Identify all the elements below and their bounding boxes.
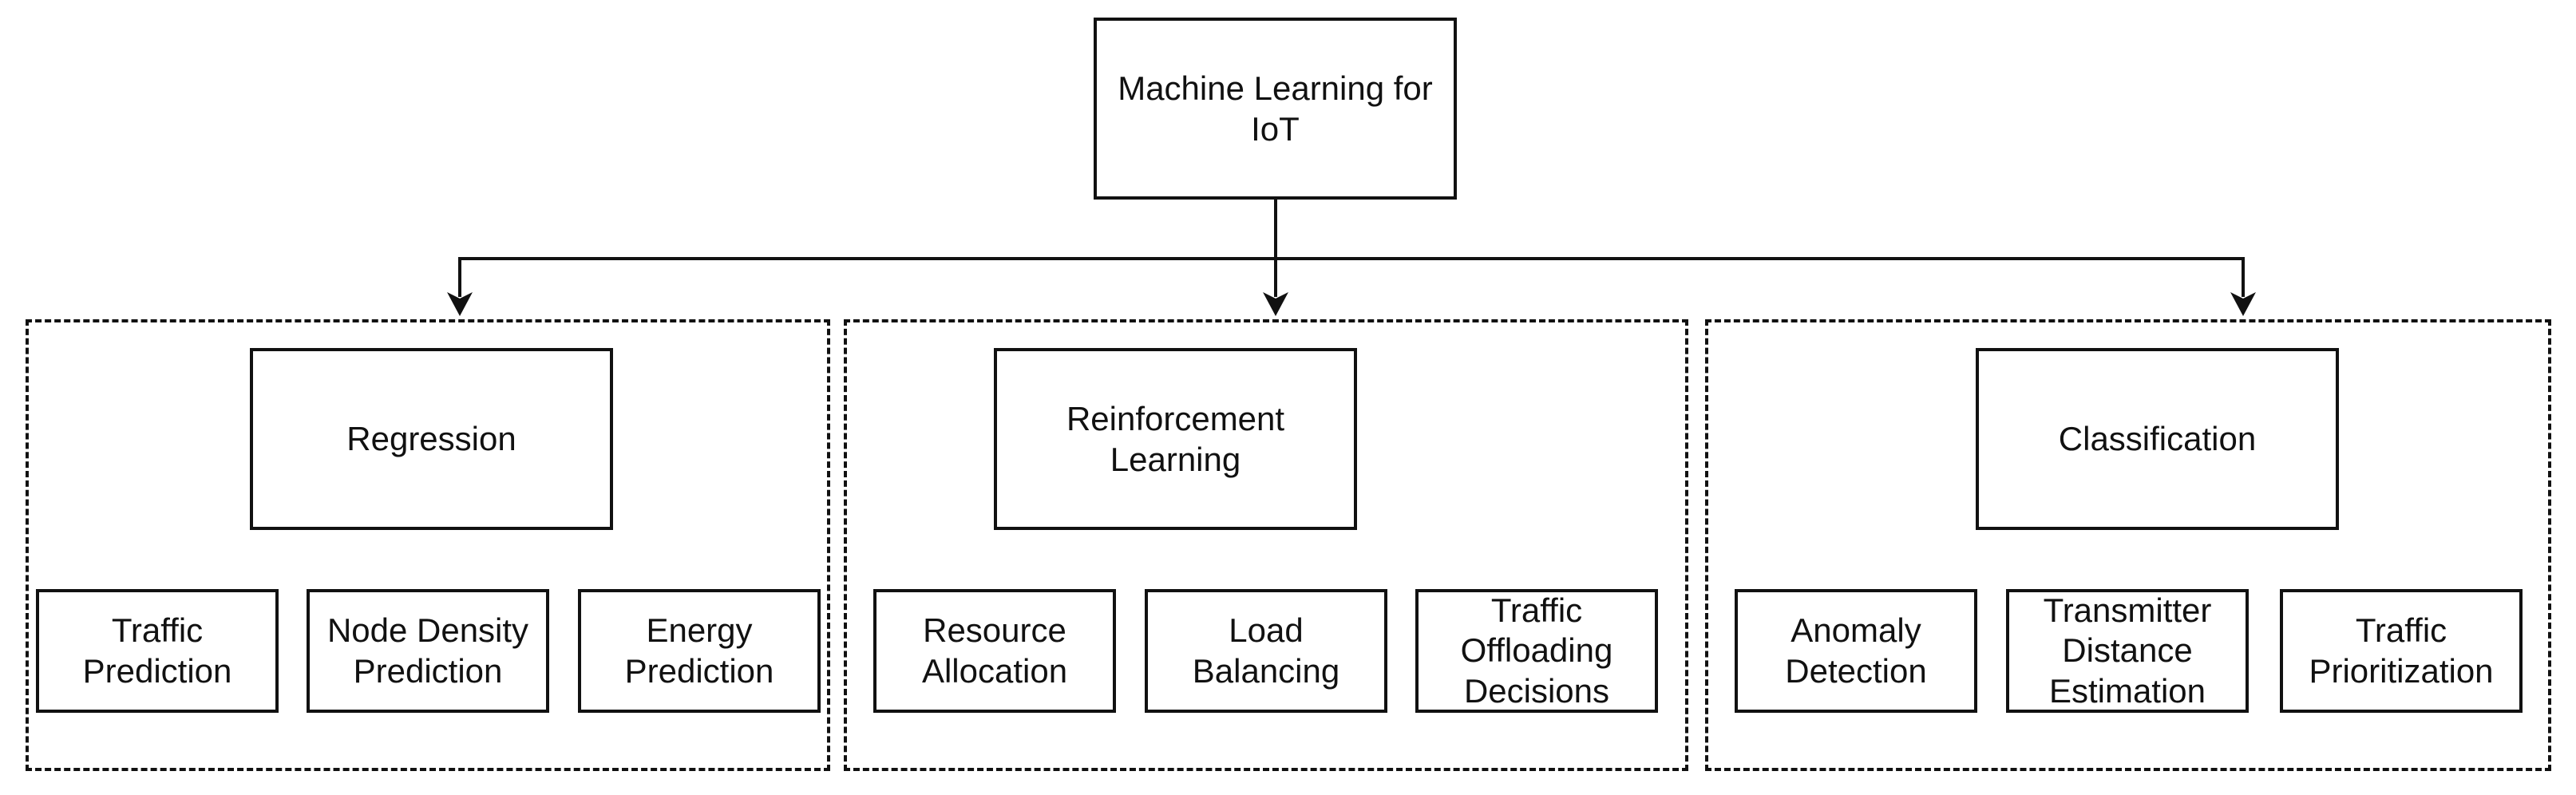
arrow-to-reinforcement-group (1263, 257, 1288, 316)
task-load-balancing: Load Balancing (1145, 589, 1387, 713)
task-label: Load Balancing (1192, 611, 1340, 690)
task-label: Traffic Prediction (82, 611, 232, 690)
classification-group (1705, 319, 2551, 771)
root-node-label: Machine Learning for IoT (1118, 69, 1433, 148)
task-transmitter-distance-estimation: Transmitter Distance Estimation (2006, 589, 2249, 713)
task-energy-prediction: Energy Prediction (578, 589, 821, 713)
task-anomaly-detection: Anomaly Detection (1735, 589, 1977, 713)
task-label: Traffic Offloading Decisions (1460, 591, 1613, 710)
task-traffic-offloading-decisions: Traffic Offloading Decisions (1415, 589, 1658, 713)
regression-label: Regression (346, 420, 516, 458)
task-label: Traffic Prioritization (2309, 611, 2494, 690)
classification-label: Classification (2058, 420, 2257, 458)
task-label: Node Density Prediction (326, 611, 529, 690)
task-label: Transmitter Distance Estimation (2043, 591, 2212, 710)
arrow-to-regression-group (447, 257, 473, 316)
task-node-density-prediction: Node Density Prediction (307, 589, 549, 713)
arrow-to-classification-group (2230, 257, 2256, 316)
task-label: Anomaly Detection (1785, 611, 1927, 690)
root-node: Machine Learning for IoT (1094, 18, 1457, 200)
reinforcement-learning-group (844, 319, 1688, 771)
reinforcement-learning-label: Reinforcement Learning (1066, 399, 1285, 478)
task-label: Energy Prediction (624, 611, 774, 690)
regression-group (26, 319, 830, 771)
regression-node: Regression (250, 348, 613, 530)
task-label: Resource Allocation (921, 611, 1068, 690)
task-resource-allocation: Resource Allocation (873, 589, 1116, 713)
reinforcement-learning-node: Reinforcement Learning (994, 348, 1357, 530)
classification-node: Classification (1976, 348, 2339, 530)
task-traffic-prioritization: Traffic Prioritization (2280, 589, 2523, 713)
task-traffic-prediction: Traffic Prediction (36, 589, 279, 713)
